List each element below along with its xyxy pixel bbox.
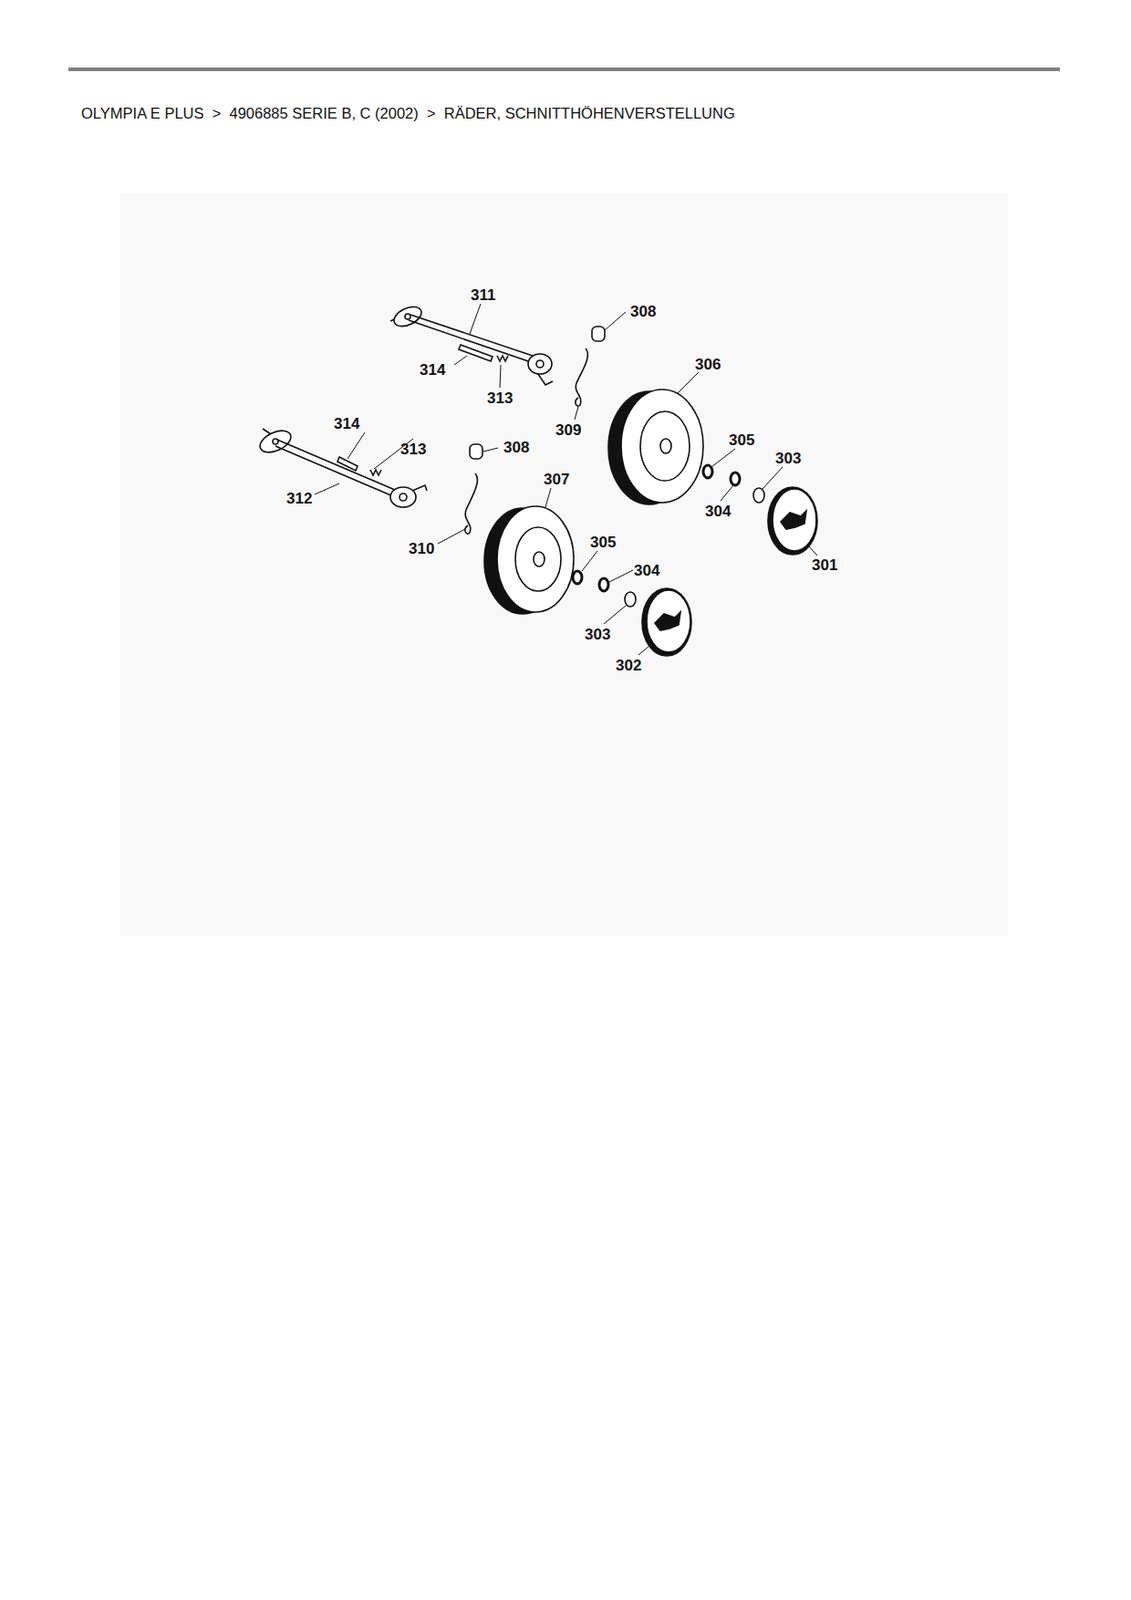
- drawing-ground: [120, 193, 1008, 936]
- axle-312: [256, 425, 427, 508]
- top-rule: [68, 67, 1060, 72]
- wheel-307: [484, 506, 574, 614]
- page-title: OLYMPIA E PLUS > 4906885 SERIE B, C (200…: [81, 104, 736, 123]
- callout-number: 306: [695, 356, 721, 373]
- hubcap-301: [767, 487, 818, 555]
- hubcap-302: [642, 588, 692, 656]
- clip-310: [465, 473, 478, 534]
- callout-number: 302: [615, 657, 642, 674]
- washer-305: [703, 465, 713, 478]
- spring-313: [497, 355, 509, 362]
- callout-number: 313: [400, 441, 426, 457]
- clip-309: [575, 348, 588, 406]
- callout-number: 309: [555, 422, 582, 438]
- spring-313: [370, 469, 382, 476]
- pin-314: [458, 344, 493, 362]
- callout-number: 314: [333, 415, 360, 432]
- axle-311: [390, 302, 553, 385]
- pin-314: [337, 456, 358, 471]
- callout-number: 308: [630, 303, 656, 320]
- cap-308: [469, 444, 483, 459]
- washer-304: [599, 578, 609, 592]
- callout-number: 312: [286, 490, 312, 507]
- wheel-306: [608, 389, 704, 505]
- callout-number: 307: [543, 471, 570, 488]
- callout-number: 308: [503, 439, 530, 456]
- ring-303: [753, 487, 765, 503]
- washer-304: [730, 472, 740, 486]
- callout-number: 301: [811, 557, 838, 573]
- callout-number: 305: [590, 534, 616, 550]
- callout-number: 303: [584, 626, 611, 643]
- callout-number: 303: [775, 450, 801, 467]
- leader-lines: [314, 303, 818, 655]
- callout-number: 313: [487, 390, 513, 406]
- callout-number: 311: [470, 287, 496, 303]
- cap-308: [591, 326, 605, 342]
- callout-number: 310: [408, 540, 435, 557]
- callout-number: 305: [728, 432, 755, 448]
- callout-number: 304: [705, 503, 731, 519]
- callout-number: 314: [419, 362, 446, 378]
- callout-number: 304: [633, 562, 660, 579]
- ring-303: [624, 591, 636, 607]
- washer-305: [572, 570, 582, 584]
